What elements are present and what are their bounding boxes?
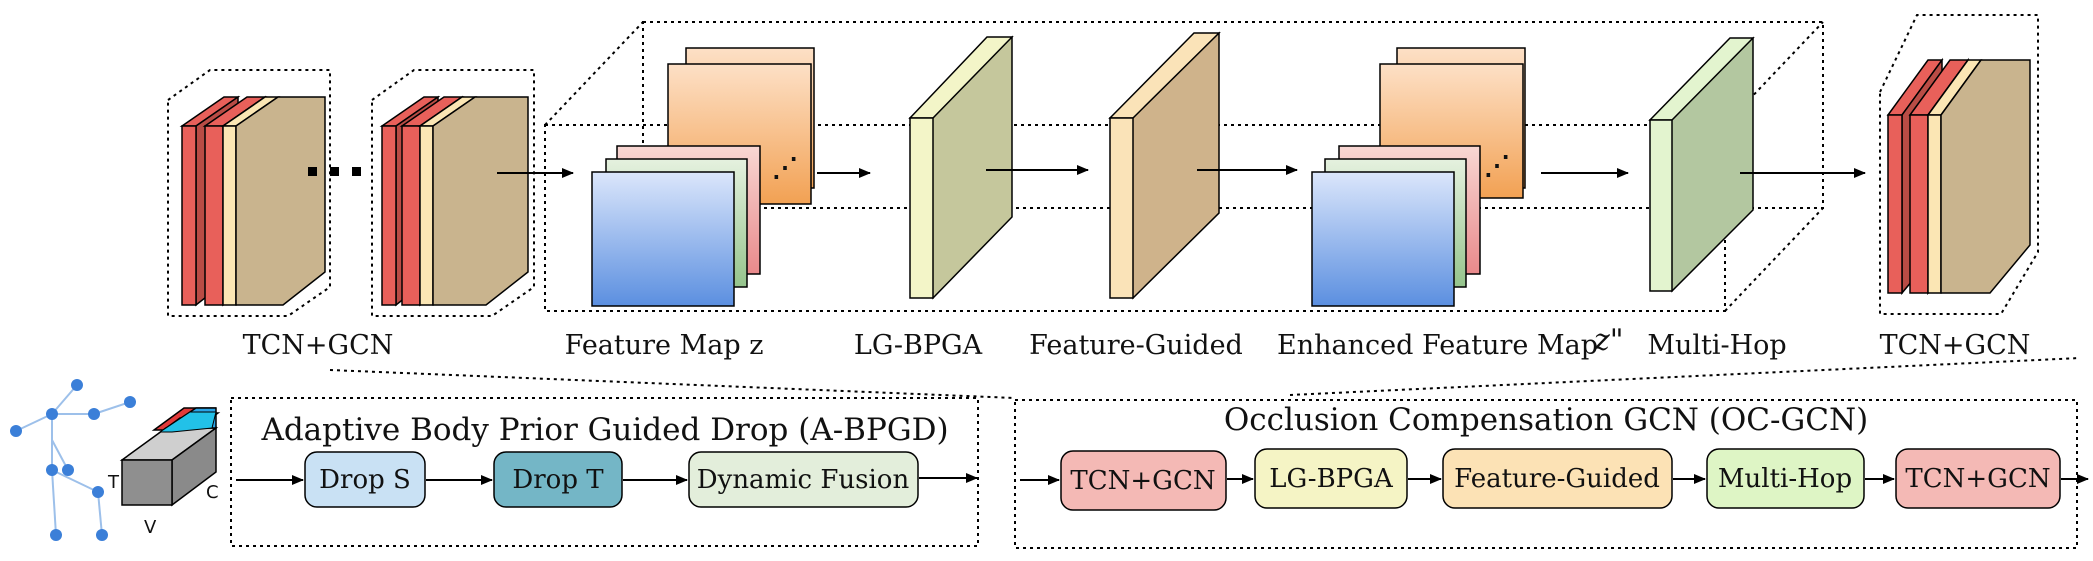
lg-bpga-block <box>908 35 1014 300</box>
label-multi-hop: Multi-Hop <box>1647 330 1786 361</box>
oc-tcn-gcn-1-label: TCN+GCN <box>1070 466 1215 496</box>
enhanced-feature-map-stack: ⋰ <box>1311 47 1526 307</box>
cube-label-v: V <box>144 517 157 538</box>
drop-t-label: Drop T <box>512 465 604 495</box>
drop-s-label: Drop S <box>319 465 411 495</box>
tcn-gcn-block-left-1 <box>167 69 331 317</box>
label-enhanced-symbol: z" <box>1593 323 1624 358</box>
label-tcn-gcn-right: TCN+GCN <box>1880 330 2031 361</box>
ocgcn-title: Occlusion Compensation GCN (OC-GCN) <box>1224 402 1868 438</box>
ellipsis-dots <box>308 167 361 176</box>
zoom-guide-lines <box>329 357 2081 399</box>
abpgd-title: Adaptive Body Prior Guided Drop (A-BPGD) <box>260 412 948 448</box>
cube-label-c: C <box>206 482 219 503</box>
tcn-gcn-block-right <box>1879 14 2039 315</box>
ocgcn-panel: Occlusion Compensation GCN (OC-GCN) TCN+… <box>1014 399 2078 549</box>
drop-t-node <box>493 451 623 508</box>
dynamic-fusion-label: Dynamic Fusion <box>697 465 910 495</box>
abpgd-panel: Adaptive Body Prior Guided Drop (A-BPGD)… <box>230 397 979 547</box>
oc-multi-hop-node <box>1706 448 1865 509</box>
feature-map-ellipsis: ⋰ <box>772 153 798 183</box>
label-enhanced-feature-map: Enhanced Feature Map <box>1277 330 1598 361</box>
bottom-row-arrows <box>236 473 2089 485</box>
oc-feature-guided-node <box>1442 448 1673 509</box>
enhanced-map-ellipsis: ⋰ <box>1484 151 1510 181</box>
oc-tcn-gcn-1-node <box>1060 450 1227 511</box>
oc-tcn-gcn-2-node <box>1895 448 2061 509</box>
label-feature-guided: Feature-Guided <box>1029 330 1243 361</box>
top-row-arrows <box>497 165 1866 178</box>
skeleton-icon <box>10 379 136 541</box>
input-tensor-cube <box>119 407 221 507</box>
oc-lg-bpga-label: LG-BPGA <box>1269 464 1394 494</box>
oc-tcn-gcn-2-label: TCN+GCN <box>1905 464 2050 494</box>
oc-feature-guided-label: Feature-Guided <box>1454 464 1660 494</box>
drop-s-node <box>304 451 426 508</box>
oc-multi-hop-label: Multi-Hop <box>1718 464 1852 494</box>
label-feature-map: Feature Map z <box>565 330 764 361</box>
feature-guided-block <box>1108 31 1221 300</box>
tcn-gcn-block-left-2 <box>371 69 535 317</box>
label-tcn-gcn-left: TCN+GCN <box>243 330 394 361</box>
cube-label-t: T <box>107 472 120 493</box>
dynamic-fusion-node <box>688 451 919 508</box>
label-lg-bpga: LG-BPGA <box>854 330 983 361</box>
multi-hop-block <box>1648 36 1755 293</box>
oc-lg-bpga-node <box>1254 448 1408 509</box>
feature-map-z-stack: ⋰ <box>591 47 815 307</box>
